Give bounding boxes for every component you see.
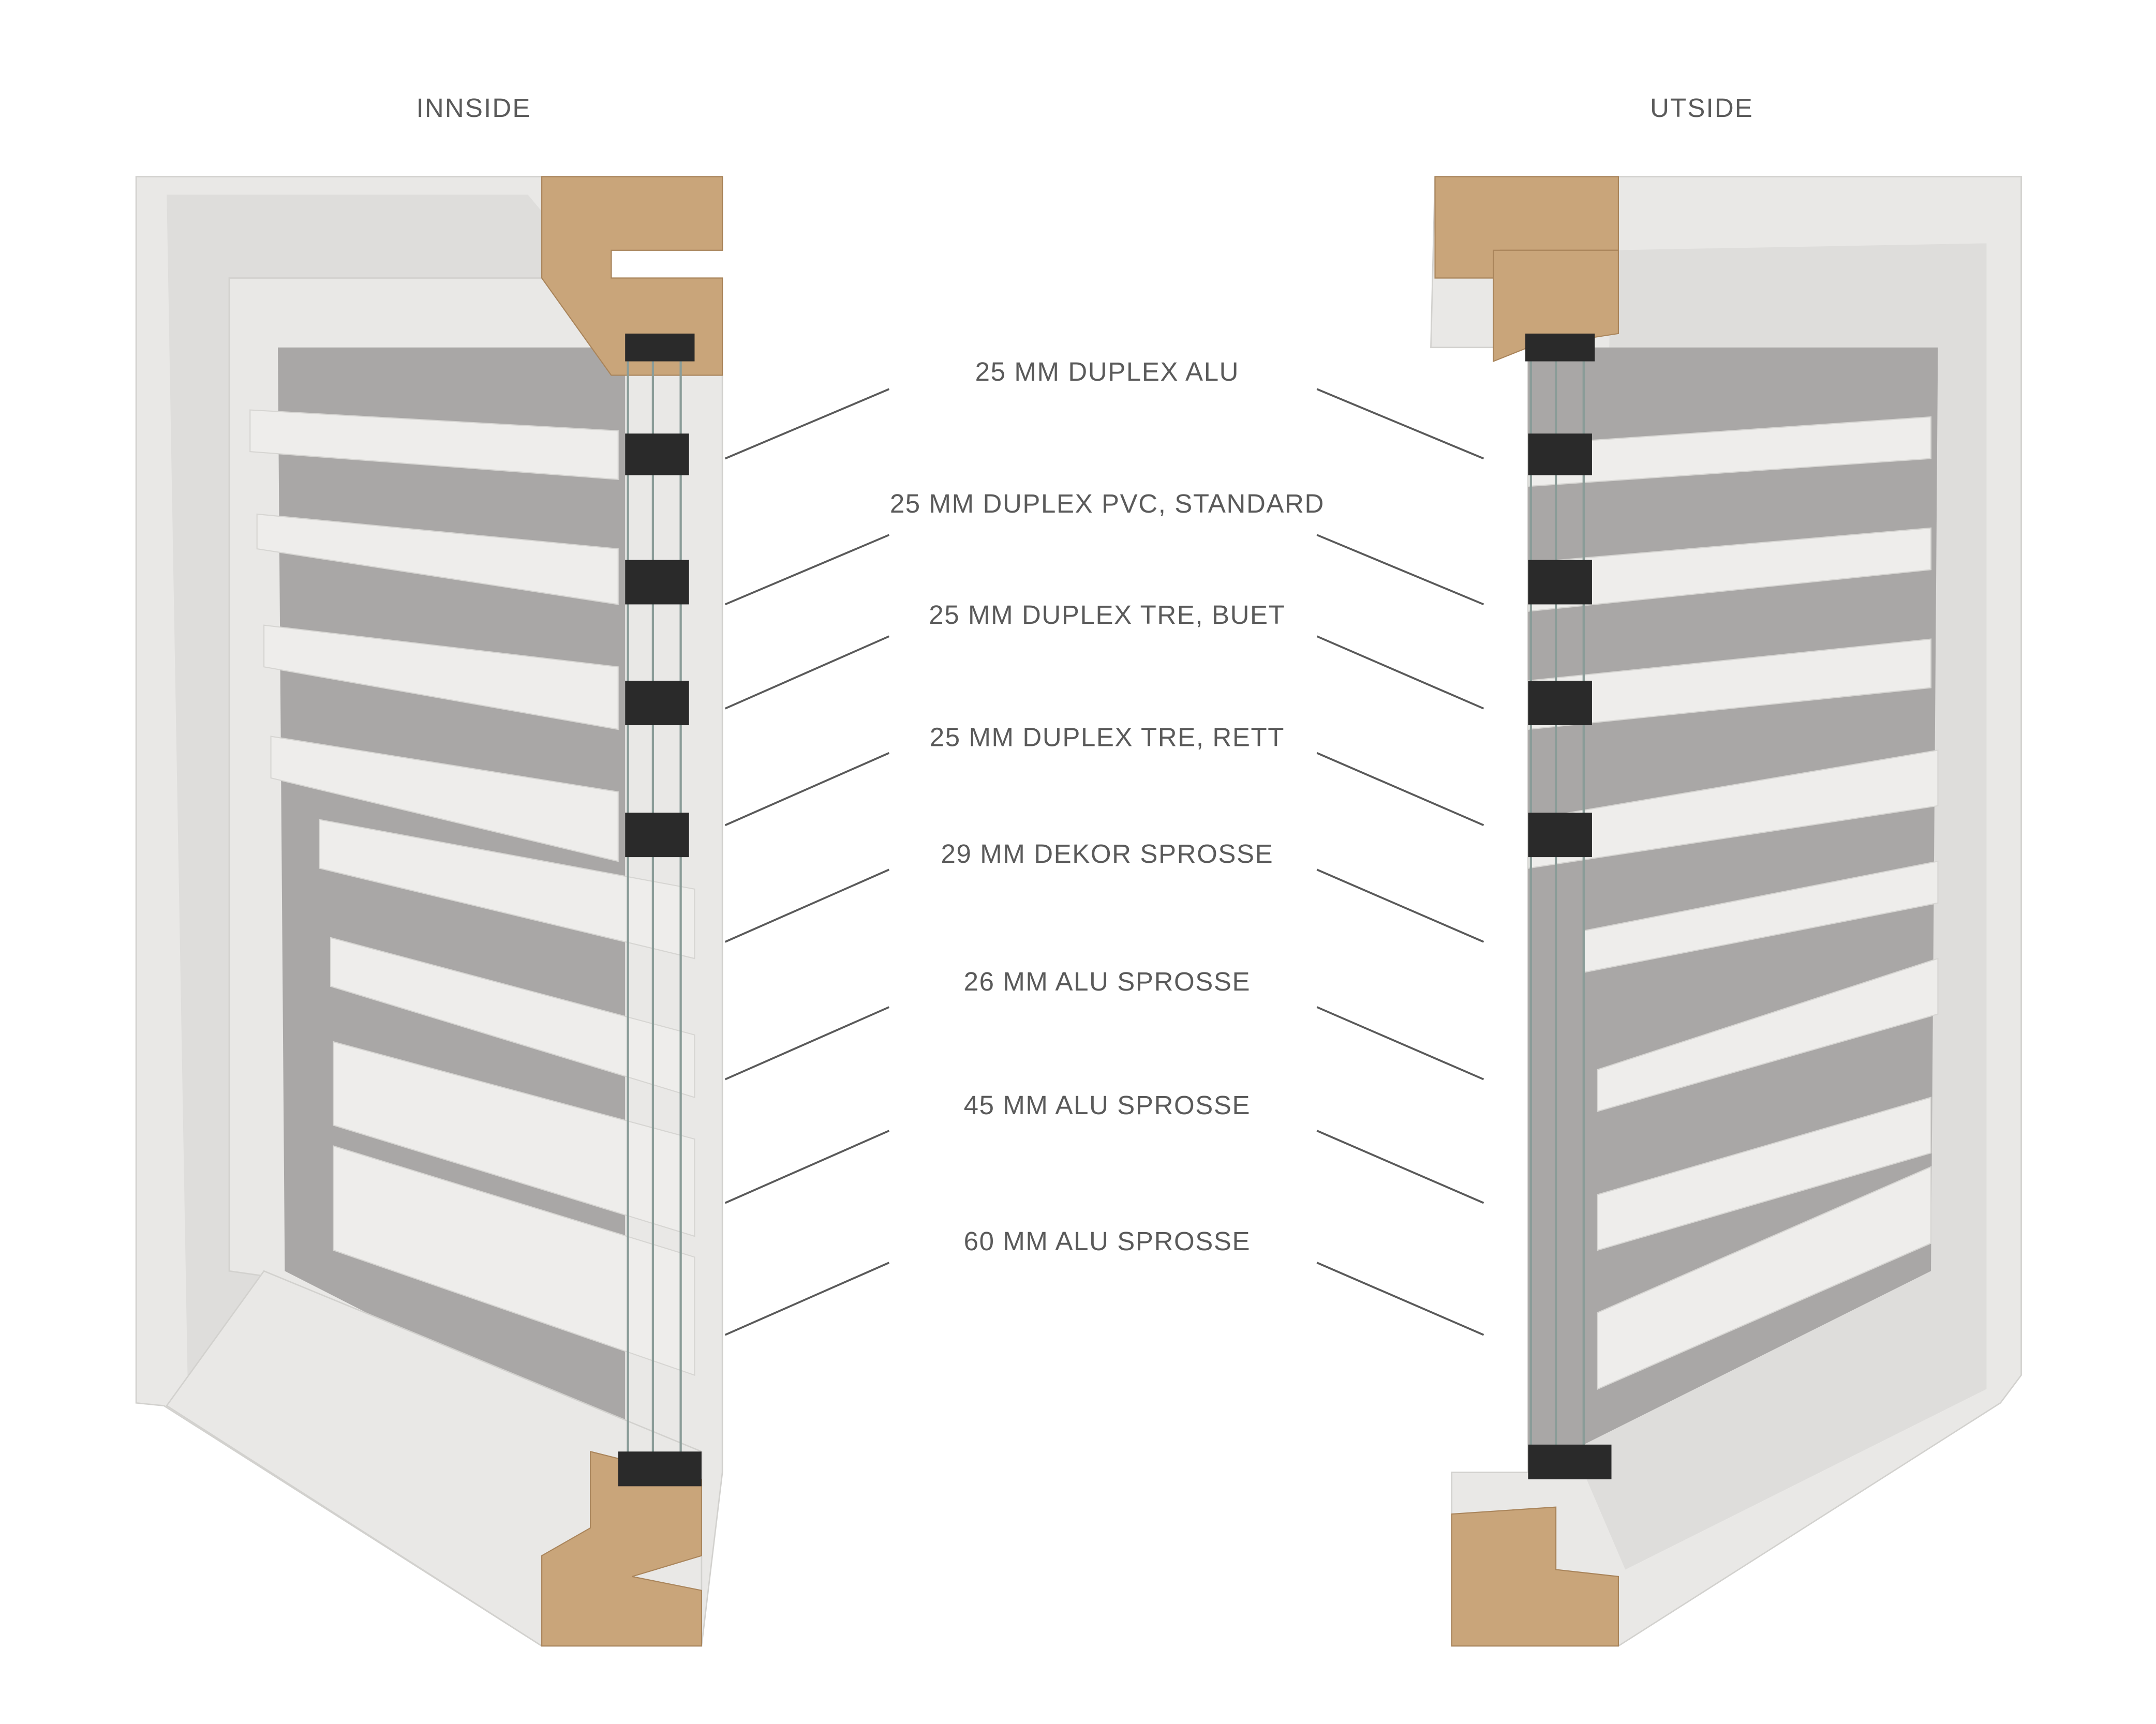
sprosse-bars-outside bbox=[1527, 416, 1939, 1390]
window-inside-cutaway bbox=[135, 176, 723, 1647]
label-60mm-alu: 60 MM ALU SPROSSE bbox=[724, 1226, 1484, 1336]
label-duplex-tre-rett: 25 MM DUPLEX TRE, RETT bbox=[724, 722, 1484, 827]
label-26mm-alu: 26 MM ALU SPROSSE bbox=[724, 967, 1484, 1081]
svg-text:25 MM DUPLEX ALU: 25 MM DUPLEX ALU bbox=[975, 357, 1239, 386]
label-duplex-alu: 25 MM DUPLEX ALU bbox=[724, 357, 1484, 460]
window-outside-cutaway bbox=[1430, 176, 2022, 1647]
svg-text:26 MM ALU SPROSSE: 26 MM ALU SPROSSE bbox=[964, 967, 1251, 996]
heading-inside: INNSIDE bbox=[417, 93, 531, 123]
sprosse-label-list: 25 MM DUPLEX ALU 25 MM DUPLEX PVC, STAND… bbox=[724, 357, 1484, 1336]
svg-text:25 MM DUPLEX PVC, STANDARD: 25 MM DUPLEX PVC, STANDARD bbox=[890, 489, 1325, 518]
label-duplex-tre-buet: 25 MM DUPLEX TRE, BUET bbox=[724, 600, 1484, 710]
svg-text:25 MM DUPLEX TRE, RETT: 25 MM DUPLEX TRE, RETT bbox=[930, 722, 1285, 752]
heading-outside: UTSIDE bbox=[1650, 93, 1753, 123]
svg-text:45 MM ALU SPROSSE: 45 MM ALU SPROSSE bbox=[964, 1090, 1251, 1120]
label-45mm-alu: 45 MM ALU SPROSSE bbox=[724, 1090, 1484, 1204]
svg-text:60 MM ALU SPROSSE: 60 MM ALU SPROSSE bbox=[964, 1226, 1251, 1256]
svg-text:29 MM DEKOR SPROSSE: 29 MM DEKOR SPROSSE bbox=[941, 839, 1274, 868]
glass-panes-outside bbox=[1529, 340, 1585, 1479]
label-dekor-sprosse: 29 MM DEKOR SPROSSE bbox=[724, 839, 1484, 943]
glass-panes-inside bbox=[627, 340, 682, 1479]
svg-text:25 MM DUPLEX TRE, BUET: 25 MM DUPLEX TRE, BUET bbox=[929, 600, 1285, 629]
sprosse-bars-inside bbox=[249, 409, 695, 1376]
label-duplex-pvc: 25 MM DUPLEX PVC, STANDARD bbox=[724, 489, 1484, 606]
